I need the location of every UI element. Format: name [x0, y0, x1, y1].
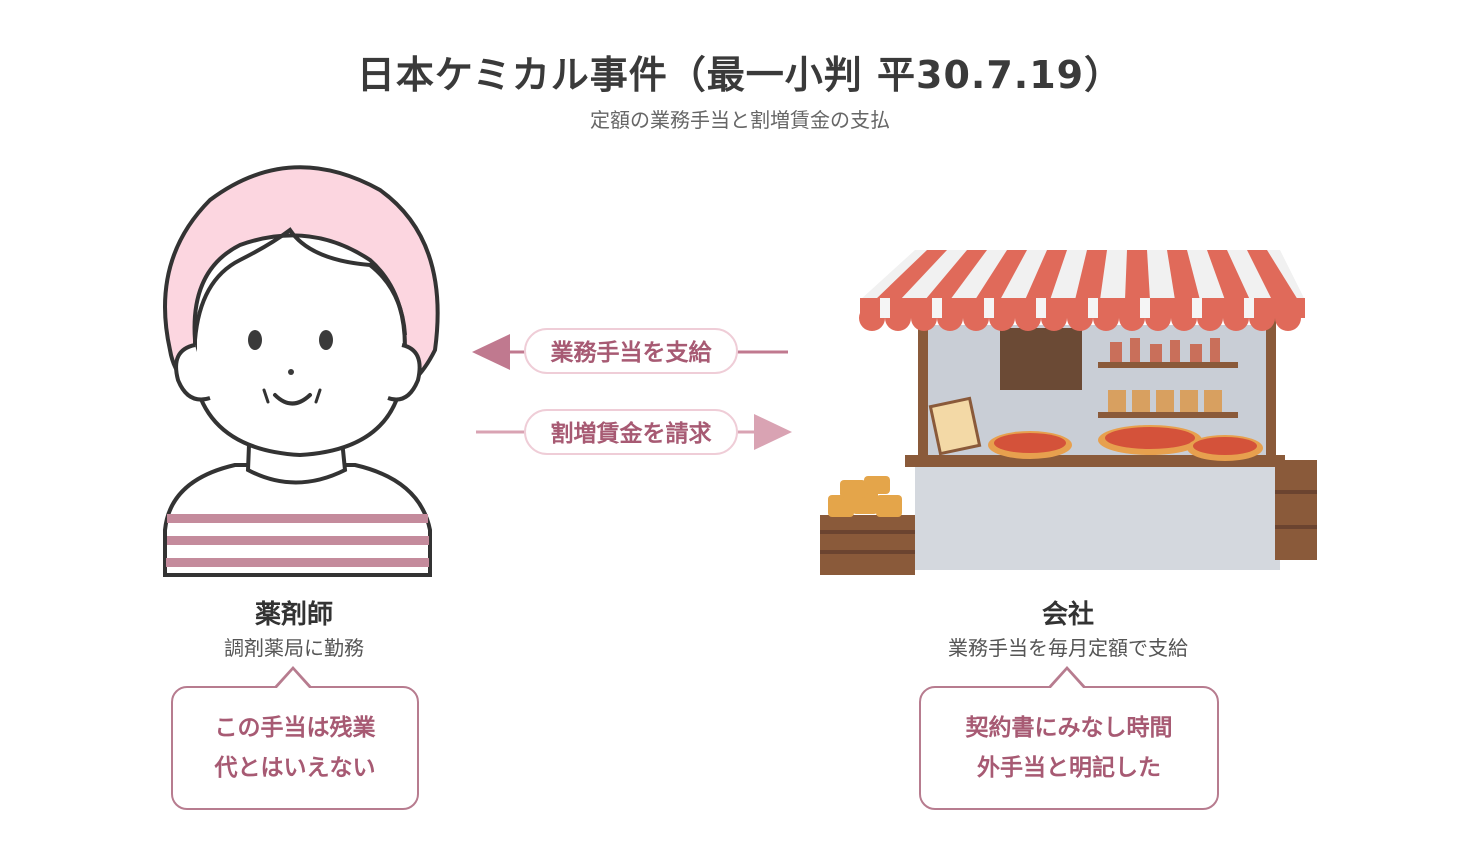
overtime-claim-label: 割増賃金を請求	[524, 409, 738, 455]
page-subtitle: 定額の業務手当と割増賃金の支払	[590, 108, 890, 132]
pharmacist-speech-bubble: この手当は残業 代とはいえない	[171, 666, 419, 810]
bubble-line: 契約書にみなし時間	[965, 715, 1173, 741]
bubble-line: 代とはいえない	[214, 755, 376, 781]
company-name: 会社	[1041, 600, 1094, 630]
company-description: 業務手当を毎月定額で支給	[948, 636, 1188, 660]
arrow-head-right	[754, 414, 792, 450]
pharmacist-description: 調剤薬局に勤務	[224, 636, 364, 660]
company-speech-bubble: 契約書にみなし時間 外手当と明記した	[919, 666, 1219, 810]
arrow-head-left	[472, 334, 510, 370]
pharmacist-name: 薬剤師	[254, 600, 333, 630]
bubble-line: 外手当と明記した	[977, 755, 1161, 781]
payment-allowance-label: 業務手当を支給	[524, 328, 738, 374]
food-stall-illustration	[820, 250, 1317, 575]
page-title: 日本ケミカル事件（最一小判 平30.7.19）	[356, 53, 1124, 97]
pharmacist-illustration	[163, 165, 440, 577]
bubble-line: この手当は残業	[214, 715, 376, 741]
